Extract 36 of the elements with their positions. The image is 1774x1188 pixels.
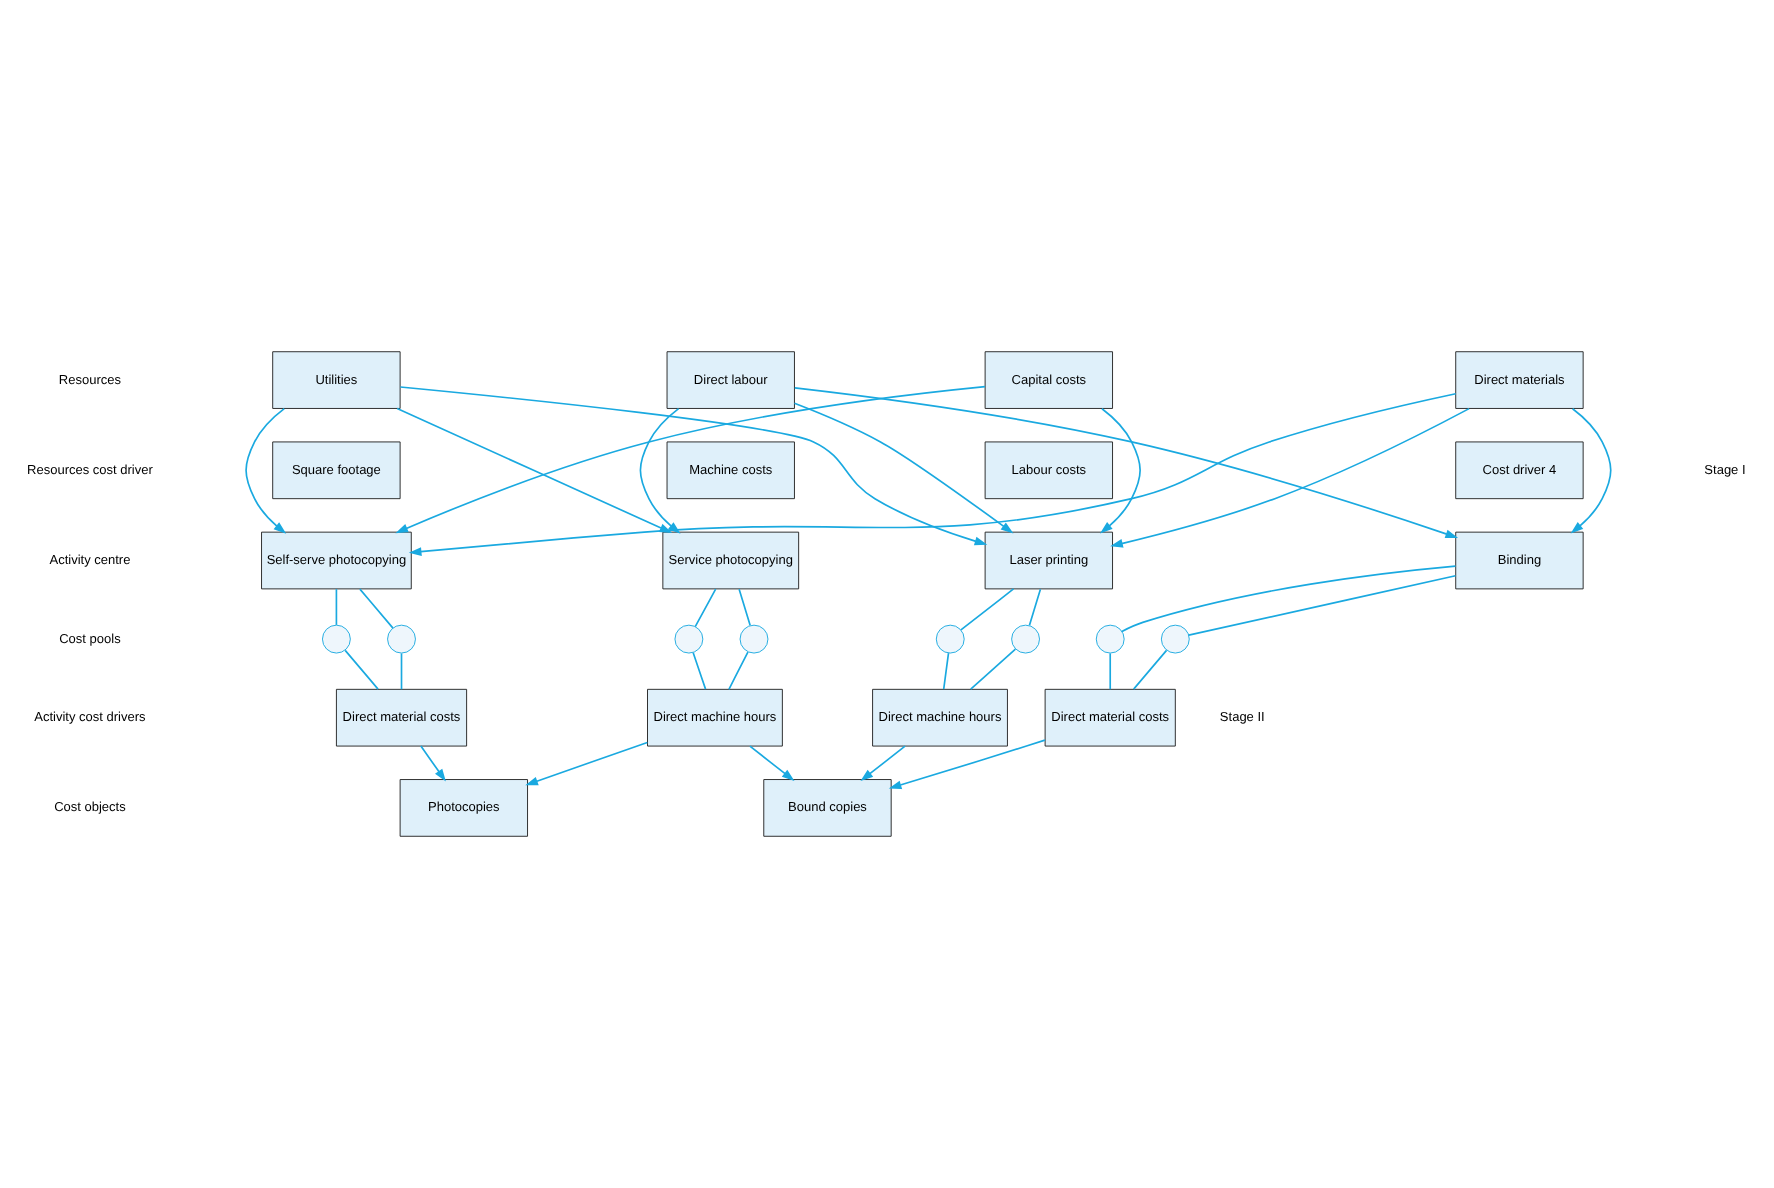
arrow <box>860 745 906 782</box>
connector <box>400 652 403 691</box>
connector <box>738 588 751 627</box>
connector <box>969 648 1017 691</box>
node-circle <box>674 624 704 654</box>
node-circle <box>387 624 416 654</box>
arrow <box>1110 407 1470 548</box>
arrow <box>420 745 446 782</box>
arrow <box>245 407 287 534</box>
connector <box>728 651 749 691</box>
node-circle <box>1095 624 1125 654</box>
arrow <box>525 741 649 786</box>
connector <box>1132 649 1168 690</box>
arrow <box>1100 407 1141 534</box>
connector <box>359 588 394 629</box>
connector <box>694 588 717 628</box>
connector <box>344 649 379 690</box>
connector <box>942 652 950 690</box>
node-circle <box>1011 624 1040 654</box>
node-circle <box>935 624 965 654</box>
arrow <box>1570 407 1612 534</box>
node-circle <box>1160 624 1190 654</box>
node-circle <box>322 624 351 654</box>
arrow <box>888 739 1046 790</box>
arrow <box>408 392 1457 556</box>
arrow <box>793 402 1014 534</box>
node-circle <box>739 624 769 654</box>
arrow <box>749 745 795 782</box>
connector <box>1187 574 1457 636</box>
connector <box>692 651 707 690</box>
connector <box>1109 652 1112 691</box>
connector <box>1121 565 1457 633</box>
connector <box>960 588 1015 631</box>
connector <box>1028 588 1042 627</box>
arrow <box>793 387 1459 539</box>
connector <box>335 588 338 626</box>
